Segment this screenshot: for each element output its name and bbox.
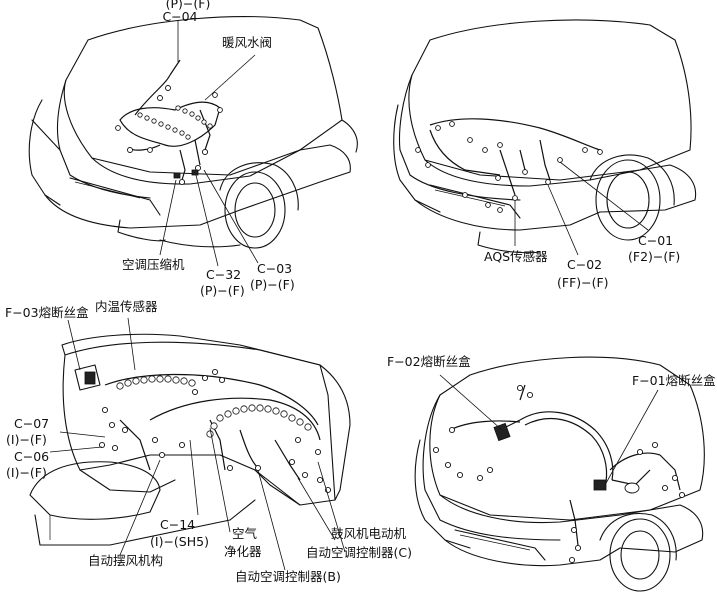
label-c03: C−03 [257,261,293,276]
label-c02-code: (FF)−(F) [557,275,609,290]
label-auto-ac-controller-b: 自动空调控制器(B) [235,569,341,584]
panel-1-car-front-hood [28,16,358,267]
label-blower-motor: 鼓风机电动机 [331,526,407,541]
label-f03-fuse-box: F−03熔断丝盒 [5,305,89,320]
label-c06: C−06 [14,449,50,464]
label-c01: C−01 [638,233,674,248]
label-c02: C−02 [567,257,603,272]
label-c04: C−04 [162,9,198,24]
label-c32-code: (P)−(F) [200,283,245,298]
label-heater-valve: 暖风水阀 [222,35,273,50]
label-f02-fuse-box: F−02熔断丝盒 [387,354,471,369]
label-f01-fuse-box: F−01熔断丝盒 [632,373,716,388]
label-p1-top-code: (P)−(F) [165,0,211,11]
label-c14: C−14 [160,517,196,532]
panel-2-car-front-hood [393,19,697,256]
label-auto-swing-mechanism: 自动摆风机构 [88,553,164,568]
label-c01-code: (F2)−(F) [628,249,681,264]
label-ac-compressor: 空调压缩机 [122,257,185,272]
label-air-purifier-line2: 净化器 [224,544,262,559]
panel-4-connectors [432,384,686,564]
label-auto-ac-controller-c: 自动空调控制器(C) [306,545,412,560]
label-c03-code: (P)−(F) [250,277,295,292]
label-inner-temp-sensor: 内温传感器 [95,299,158,314]
label-aqs-sensor: AQS传感器 [484,249,548,264]
panel-3-connectors [98,368,332,494]
label-c07-code: (I)−(F) [6,432,47,447]
label-c07: C−07 [14,416,50,431]
panel-3-dashboard-interior [29,317,351,571]
panel-1-beads [137,105,213,140]
panel-2-connectors [415,121,603,213]
panel-4-engine-bay [414,356,705,592]
label-air-purifier-line1: 空气 [232,526,258,541]
panel-3-beads [116,375,312,438]
panel-1-connectors [115,85,223,186]
label-c06-code: (I)−(F) [6,465,47,480]
label-c32: C−32 [206,267,242,282]
label-c14-code: (I)−(SH5) [150,534,209,549]
